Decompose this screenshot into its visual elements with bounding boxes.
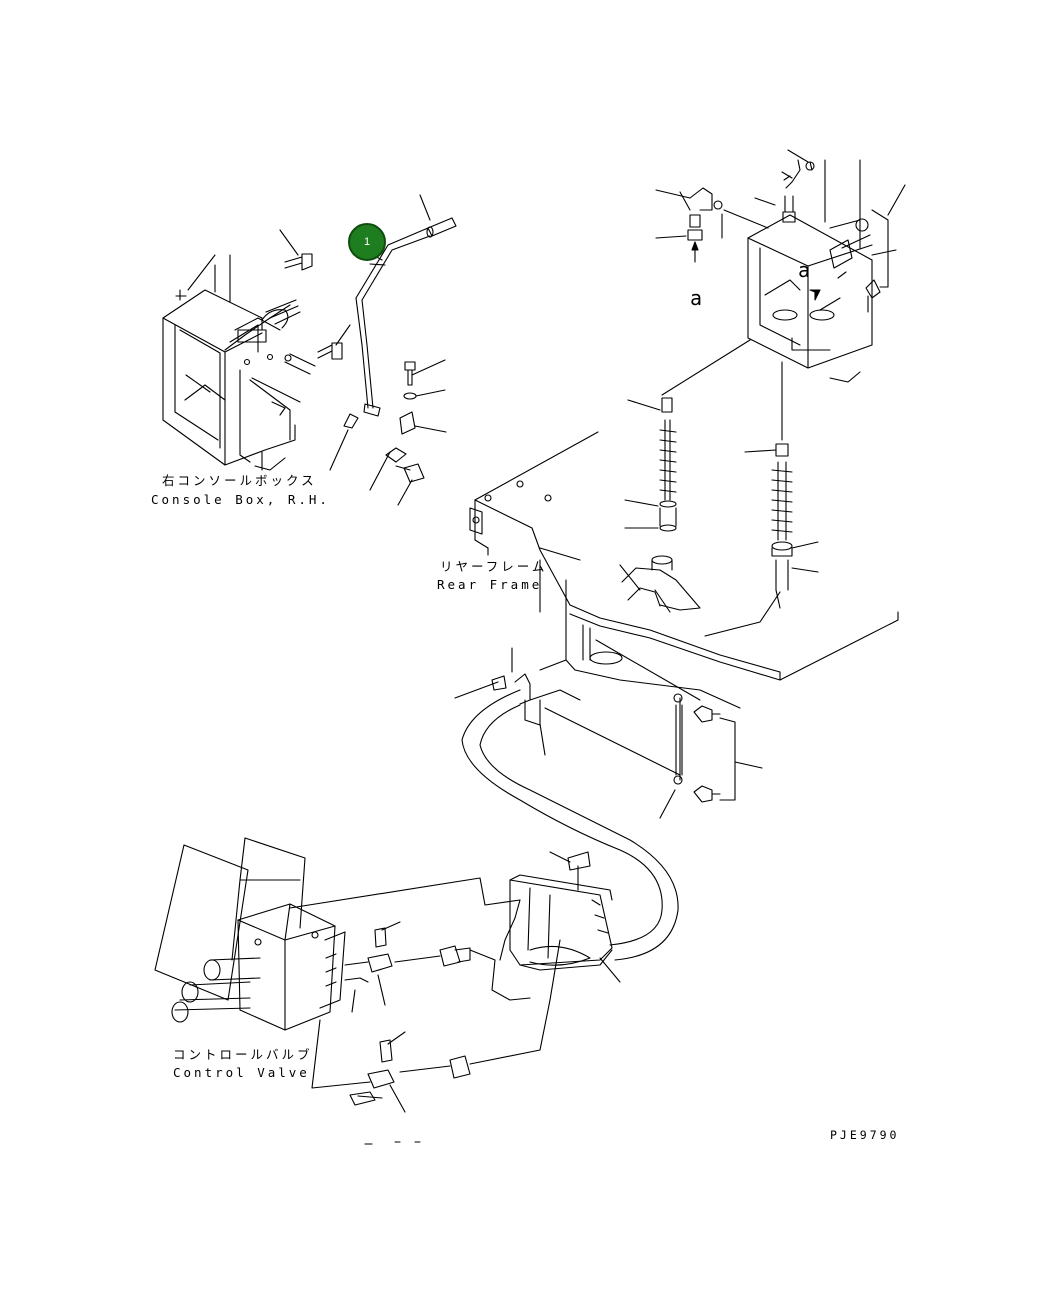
control-valve-drawing	[155, 838, 620, 1144]
control-valve-label-jp: コントロールバルブ	[173, 1047, 313, 1062]
console-box-label-en: Console Box, R.H.	[151, 492, 330, 507]
console-box-label-jp: 右コンソールボックス	[162, 473, 317, 488]
cable-loop-drawing	[462, 690, 680, 960]
callout-number: 1	[363, 236, 371, 248]
view-ref-left: a	[690, 286, 703, 310]
control-valve-label-en: Control Valve	[173, 1065, 310, 1080]
cable-drawing	[620, 340, 818, 818]
rear-frame-label-jp: リヤーフレーム	[440, 559, 548, 574]
rear-frame-label-en: Rear Frame	[437, 577, 543, 592]
console-box-drawing	[163, 230, 350, 470]
bracket-box-drawing	[656, 150, 905, 382]
part-1-callout[interactable]: 1	[348, 223, 386, 261]
rear-frame-drawing	[455, 432, 898, 755]
lever-drawing	[330, 195, 456, 505]
view-ref-right: a	[798, 258, 811, 282]
drawing-code: PJE9790	[830, 1128, 900, 1142]
